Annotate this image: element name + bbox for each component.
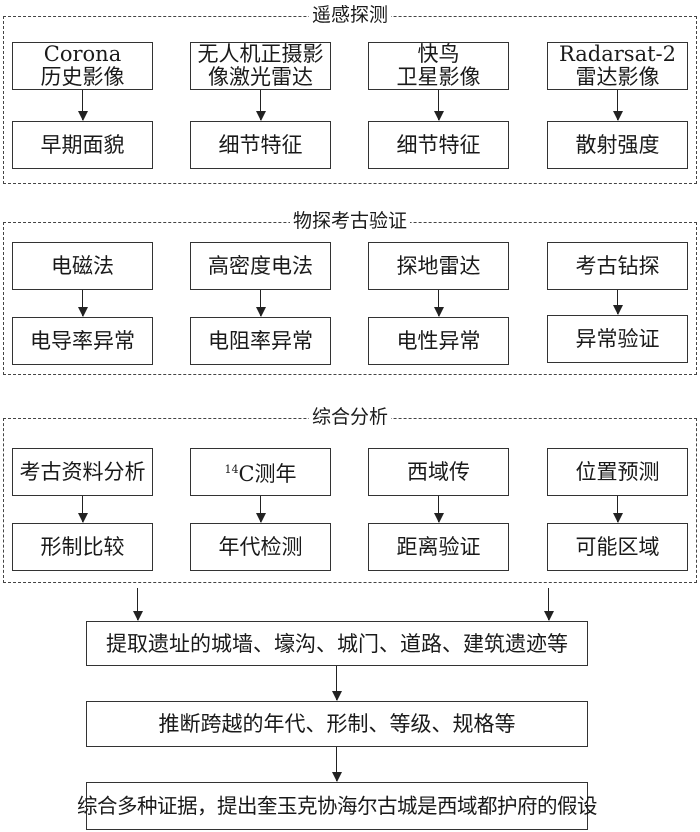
box-possible-area: 可能区域 bbox=[547, 523, 688, 571]
arrow-down-icon bbox=[612, 90, 623, 121]
box-electrical-anomaly: 电性异常 bbox=[368, 317, 509, 365]
box-c14-dating: 14C测年 bbox=[190, 448, 331, 496]
box-label-line1: Radarsat-2 bbox=[558, 42, 676, 66]
arrow-down-icon bbox=[255, 496, 266, 523]
arrow-down-icon bbox=[77, 290, 88, 317]
box-age-detection: 年代检测 bbox=[190, 523, 331, 571]
box-label-line2: 卫星影像 bbox=[396, 65, 481, 89]
box-label-line1: Corona bbox=[43, 42, 122, 66]
box-electromagnetic: 电磁法 bbox=[12, 242, 153, 290]
group-synthesis-title: 综合分析 bbox=[308, 406, 392, 428]
box-early-appearance: 早期面貌 bbox=[12, 121, 153, 169]
arrow-down-icon bbox=[255, 290, 266, 317]
box-label-line2: 历史影像 bbox=[40, 65, 125, 89]
box-western-regions-record: 西域传 bbox=[368, 448, 509, 496]
group-geophysics-title: 物探考古验证 bbox=[289, 210, 411, 232]
arrow-down-icon bbox=[612, 290, 623, 315]
group-remote-sensing-title: 遥感探测 bbox=[308, 4, 392, 26]
box-resistivity-anomaly: 电阻率异常 bbox=[190, 317, 331, 365]
box-uav-lidar: 无人机正摄影像激光雷达 bbox=[190, 42, 331, 90]
box-ground-penetrating-radar: 探地雷达 bbox=[368, 242, 509, 290]
box-label-line1: 快鸟 bbox=[417, 42, 460, 66]
arrow-down-icon bbox=[331, 666, 342, 701]
arrow-down-icon bbox=[612, 496, 623, 523]
arrow-down-icon bbox=[433, 90, 444, 121]
arrow-down-icon bbox=[543, 588, 554, 621]
box-archival-analysis: 考古资料分析 bbox=[12, 448, 153, 496]
arrow-down-icon bbox=[433, 290, 444, 317]
box-conductivity-anomaly: 电导率异常 bbox=[12, 317, 153, 365]
box-label-line2: 雷达影像 bbox=[575, 65, 660, 89]
step-hypothesis: 综合多种证据，提出奎玉克协海尔古城是西域都护府的假设 bbox=[77, 782, 598, 830]
box-label: C测年 bbox=[238, 462, 297, 486]
box-distance-verification: 距离验证 bbox=[368, 523, 509, 571]
box-detail-features-uav: 细节特征 bbox=[190, 121, 331, 169]
step-infer-attributes: 推断跨越的年代、形制、等级、规格等 bbox=[86, 701, 588, 747]
box-label-line1: 无人机正摄影 bbox=[197, 42, 324, 66]
box-detail-features-quickbird: 细节特征 bbox=[368, 121, 509, 169]
step-extract-features: 提取遗址的城墙、壕沟、城门、道路、建筑遗迹等 bbox=[86, 621, 588, 666]
box-location-prediction: 位置预测 bbox=[547, 448, 688, 496]
box-quickbird-imagery: 快鸟卫星影像 bbox=[368, 42, 509, 90]
arrow-down-icon bbox=[331, 747, 342, 782]
arrow-down-icon bbox=[132, 588, 143, 621]
box-archaeological-drilling: 考古钻探 bbox=[547, 242, 688, 290]
arrow-down-icon bbox=[433, 496, 444, 523]
arrow-down-icon bbox=[77, 90, 88, 121]
arrow-down-icon bbox=[255, 90, 266, 121]
box-anomaly-verification: 异常验证 bbox=[547, 315, 688, 363]
box-scattering-intensity: 散射强度 bbox=[547, 121, 688, 169]
arrow-down-icon bbox=[77, 496, 88, 523]
box-high-density-resistivity: 高密度电法 bbox=[190, 242, 331, 290]
box-label-line2: 像激光雷达 bbox=[208, 65, 313, 89]
box-form-comparison: 形制比较 bbox=[12, 523, 153, 571]
c14-superscript: 14 bbox=[224, 463, 239, 476]
